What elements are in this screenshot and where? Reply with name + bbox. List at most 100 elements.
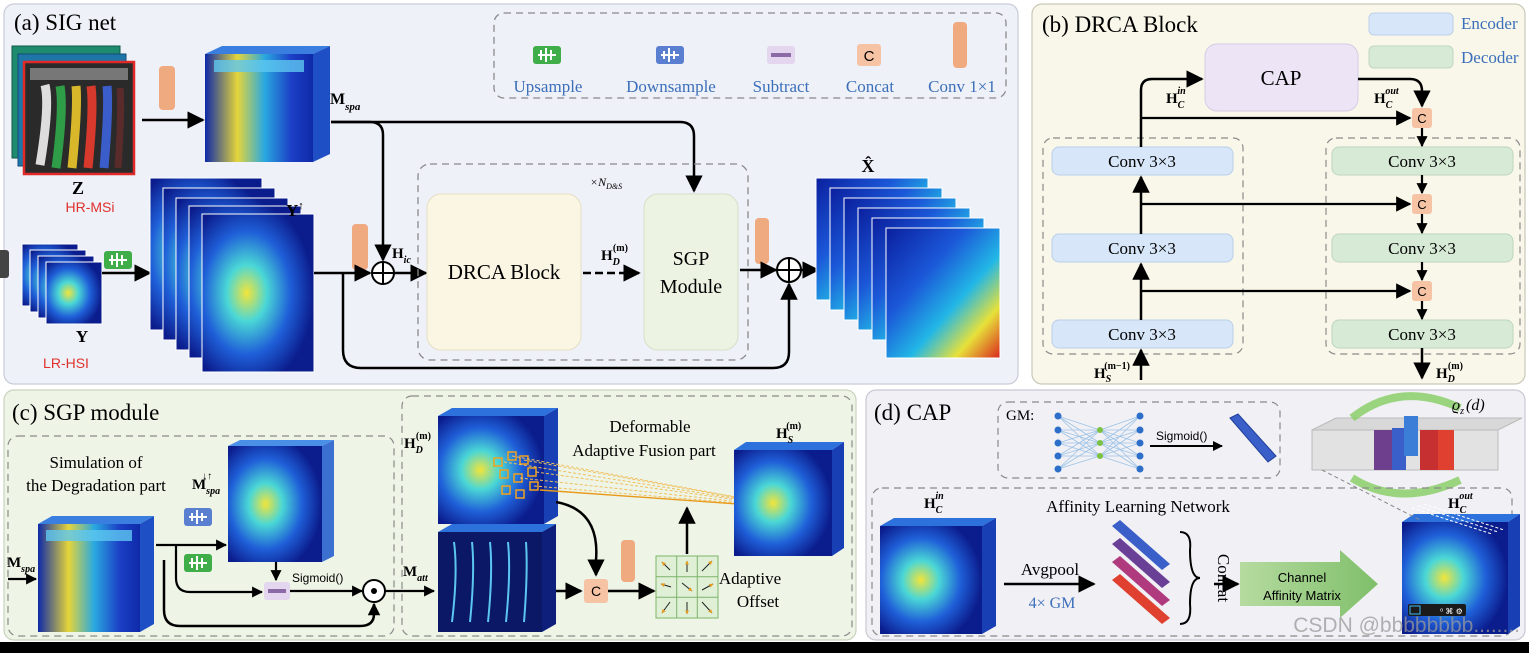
hic-label: Hic	[392, 246, 411, 266]
encoder-conv-1-label: Conv 3×3	[1108, 152, 1176, 171]
drca-block-box[interactable]	[426, 193, 582, 351]
downsample-icon	[656, 46, 684, 64]
sidebar-handle[interactable]	[0, 250, 9, 278]
svg-text:C: C	[1417, 111, 1426, 126]
fusion-frame	[401, 395, 853, 637]
subtract-icon	[264, 582, 290, 600]
legend-a-frame	[493, 12, 1007, 99]
offset-line2: Offset	[737, 592, 779, 611]
hs-prev-label: HS(m−1)	[1094, 361, 1130, 385]
hc-out-label: HCout	[1374, 86, 1400, 111]
conv1x1-sgp	[755, 218, 769, 264]
neural-network-icon	[1054, 412, 1144, 473]
channel-affinity-arrow	[1240, 550, 1378, 618]
cap-label: CAP	[1261, 66, 1302, 90]
svg-text:⁰ ⌘ ⚙: ⁰ ⌘ ⚙	[1440, 607, 1463, 616]
upsample-icon	[184, 554, 212, 572]
sgp-line1: SGP	[673, 248, 710, 270]
add-icon	[371, 261, 395, 285]
mspa-cube-c	[38, 516, 154, 632]
matt-label: Matt	[403, 564, 429, 584]
channel-affinity-strip	[1311, 392, 1523, 498]
subtract-icon	[767, 46, 795, 64]
offset-line1: Adaptive	[719, 569, 781, 588]
panel-a: (a) SIG net Upsample Downsample Subtract…	[3, 3, 1019, 385]
mspa-label: Mspa	[330, 91, 361, 113]
cam-line1: Channel	[1278, 570, 1327, 585]
xhat-label: X̂	[862, 156, 875, 176]
encoder-legend-label: Encoder	[1461, 14, 1518, 33]
watermark: CSDN @bbbbbbbb........	[1293, 614, 1520, 637]
sgp-module-box[interactable]	[643, 193, 739, 351]
concat-node-c: C	[584, 579, 608, 603]
weight-vector-icon	[1229, 413, 1277, 463]
upsample-icon	[104, 251, 132, 269]
rho-label: ϱz(d)	[1452, 397, 1485, 417]
concat-brace	[1179, 531, 1201, 625]
upsample-icon	[533, 46, 561, 64]
matt-feature-cube	[438, 524, 556, 632]
hs-output-cube	[734, 442, 844, 556]
conv1x1-icon	[953, 22, 967, 68]
daf-line1: Deformable	[609, 417, 690, 436]
concat-node-2: C	[1412, 194, 1432, 214]
hc-in-cube	[880, 518, 996, 634]
hd-label: HD(m)	[601, 243, 628, 268]
arrow-skip-to-add	[341, 273, 798, 370]
add-icon	[776, 257, 802, 283]
multiply-icon	[362, 579, 386, 603]
gm-label: GM:	[1006, 408, 1034, 424]
downsample-icon	[184, 508, 212, 526]
concat-node-1: C	[1412, 108, 1432, 128]
hc-in-label: HCin	[1166, 86, 1186, 111]
panel-d-title: (d) CAP	[874, 400, 951, 425]
decoder-conv-3-label: Conv 3×3	[1388, 325, 1456, 344]
panel-c-background	[3, 389, 857, 641]
cam-line2: Affinity Matrix	[1263, 588, 1341, 603]
arrow-mspa-to-sgp	[331, 120, 703, 193]
sgp-line2: Module	[660, 276, 722, 298]
hr-msi-image-stack	[11, 45, 136, 176]
encoder-conv-3[interactable]	[1051, 319, 1234, 349]
arrow-hd-to-concat	[555, 500, 605, 577]
cap-box[interactable]	[1204, 43, 1359, 112]
daf-line2: Adaptive Fusion part	[572, 441, 716, 460]
hd-feature-cube	[438, 408, 558, 524]
arrow-cap-to-concat1	[1358, 77, 1431, 108]
y-label: Y	[76, 327, 88, 346]
output-xhat-stack	[815, 177, 1001, 359]
panel-b: (b) DRCA Block Encoder Decoder CAP Conv …	[1031, 3, 1526, 385]
svg-text:C: C	[591, 583, 601, 599]
hr-msi-label: HR-MSi	[66, 199, 115, 215]
panel-c-title: (c) SGP module	[12, 400, 159, 425]
arrow-mspa-to-mult	[162, 560, 381, 628]
hc-out-d-label: HCout	[1448, 491, 1474, 516]
repeat-frame	[417, 163, 749, 361]
encoder-conv-1[interactable]	[1051, 146, 1234, 176]
legend-subtract-label: Subtract	[753, 77, 810, 96]
encoder-legend-swatch	[1368, 12, 1454, 36]
decoder-legend-swatch	[1368, 45, 1454, 69]
mspa-cube	[205, 46, 330, 162]
conv1x1-c	[621, 540, 635, 582]
z-label: Z	[72, 178, 84, 198]
simulation-line1: Simulation of	[49, 453, 142, 472]
legend-a: Upsample Downsample Subtract C Concat Co…	[493, 12, 1007, 99]
aln-label: Affinity Learning Network	[1046, 497, 1230, 516]
encoder-conv-2[interactable]	[1051, 233, 1234, 263]
concat-icon: C	[857, 44, 881, 66]
offset-grid	[655, 555, 719, 619]
gm-frame	[997, 401, 1281, 479]
bottom-bar	[0, 642, 1529, 653]
concat-vertical-label: Concat	[1214, 554, 1233, 602]
mspa-downup-cube	[228, 440, 334, 562]
sigmoid-label-c: Sigmoid()	[292, 571, 343, 585]
legend-upsample-label: Upsample	[514, 77, 583, 96]
mspa-c-label: Mspa	[7, 555, 35, 575]
legend-concat-label: Concat	[846, 77, 894, 96]
yup-label: Y↑	[286, 200, 304, 220]
mds-label: Mspa↓↑	[192, 471, 220, 497]
encoder-conv-3-label: Conv 3×3	[1108, 325, 1176, 344]
sigmoid-label-d: Sigmoid()	[1156, 429, 1207, 443]
